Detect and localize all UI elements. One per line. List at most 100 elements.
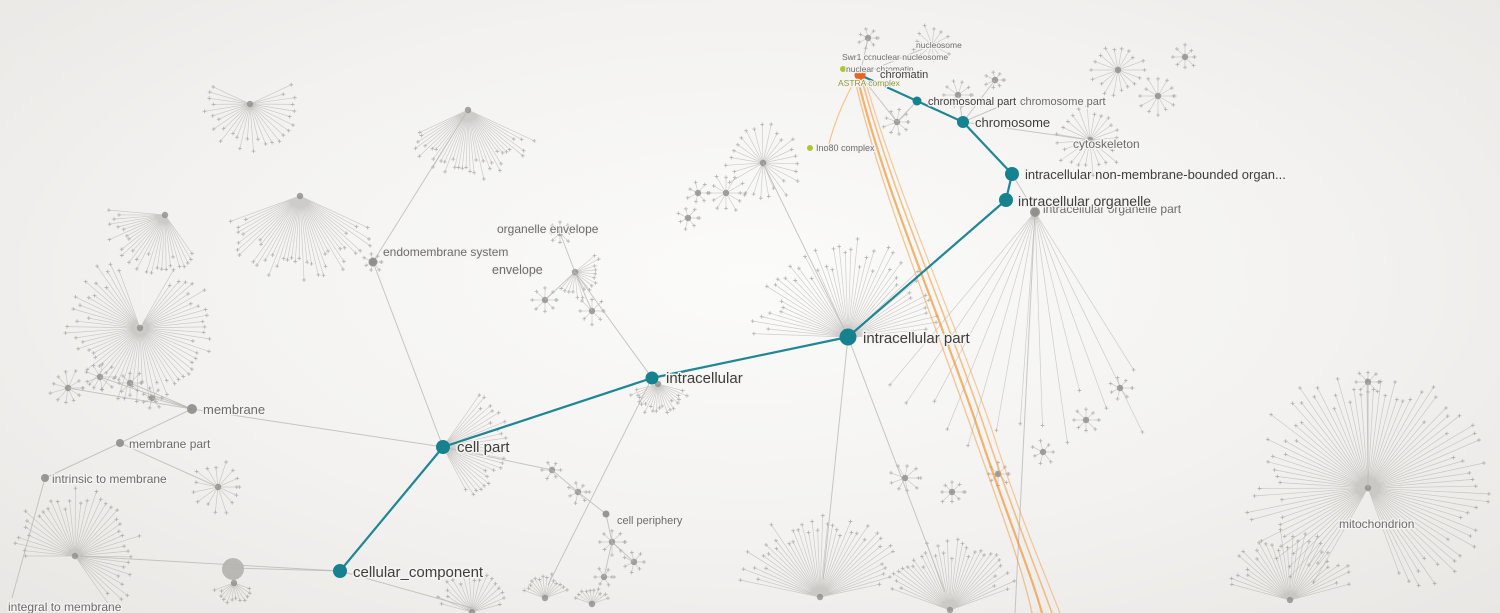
cluster-label: ASTRA complex bbox=[838, 78, 901, 88]
node-label-intracellular_nmb_organelle[interactable]: intracellular non-membrane-bounded organ… bbox=[1024, 166, 1288, 184]
graph-edge bbox=[962, 121, 1091, 141]
cluster-fan-spokes bbox=[1056, 106, 1121, 176]
graph-edge bbox=[231, 567, 341, 572]
cluster-fan-spokes bbox=[551, 222, 570, 243]
node-label-cellular_component[interactable]: cellular_component bbox=[352, 563, 486, 583]
cluster-center-node[interactable] bbox=[541, 594, 549, 602]
cluster-fan-spokes bbox=[678, 208, 700, 230]
graph-node-chromatin[interactable] bbox=[854, 69, 866, 81]
cluster-fan-spokes bbox=[1032, 440, 1054, 464]
cluster-center-node[interactable] bbox=[1116, 384, 1124, 392]
cluster-center-node[interactable] bbox=[468, 608, 476, 613]
graph-node-minor[interactable] bbox=[41, 474, 49, 482]
cluster-center-node[interactable] bbox=[230, 579, 238, 587]
cluster-fan-tips bbox=[549, 220, 572, 245]
cluster-center-node[interactable] bbox=[946, 606, 954, 613]
cluster-center-node[interactable] bbox=[948, 488, 956, 496]
graph-edge bbox=[551, 469, 579, 493]
graph-node-minor[interactable] bbox=[368, 257, 378, 267]
cluster-fan-spokes bbox=[568, 482, 590, 504]
cluster-fan-tips bbox=[1089, 46, 1147, 98]
selected-path-edge bbox=[916, 99, 964, 124]
cluster-fan-tips bbox=[228, 217, 372, 282]
cluster-fan-spokes bbox=[890, 465, 921, 491]
graph-edge bbox=[559, 232, 576, 273]
graph-node-green[interactable] bbox=[844, 81, 850, 87]
graph-node-minor[interactable] bbox=[1030, 207, 1040, 217]
cluster-fan-spokes bbox=[541, 462, 561, 479]
cluster-fan-tips bbox=[706, 174, 748, 212]
graph-node-chromosomal_part[interactable] bbox=[912, 96, 922, 106]
graph-node-minor[interactable] bbox=[1009, 98, 1015, 104]
cluster-fan-tips bbox=[202, 82, 297, 154]
cluster-fan-tips bbox=[940, 480, 967, 504]
cluster-center-node[interactable] bbox=[246, 100, 254, 108]
node-label-cell_part[interactable]: cell part bbox=[456, 438, 512, 458]
cluster-fan-spokes bbox=[725, 124, 798, 199]
cluster-center-node[interactable] bbox=[1154, 92, 1162, 100]
graph-node-cell_part[interactable] bbox=[436, 440, 450, 454]
graph-node-minor[interactable] bbox=[602, 510, 610, 518]
selected-path-edge bbox=[962, 121, 1013, 175]
cluster-center-node[interactable] bbox=[136, 324, 144, 332]
cluster-label: membrane part bbox=[129, 437, 211, 451]
graph-edge bbox=[762, 162, 849, 338]
cluster-fan-spokes bbox=[193, 461, 240, 513]
highlight-edge bbox=[827, 81, 855, 149]
cluster-fan-spokes bbox=[630, 383, 688, 413]
graph-node-chromosome[interactable] bbox=[957, 116, 969, 128]
cluster-fan-spokes bbox=[889, 211, 1143, 446]
cluster-center-node[interactable] bbox=[161, 211, 169, 219]
graph-node-green[interactable] bbox=[807, 145, 813, 151]
cluster-center-node[interactable] bbox=[816, 593, 824, 601]
graph-edge bbox=[574, 271, 653, 379]
cluster-center-node[interactable] bbox=[684, 214, 692, 222]
node-label-chromosomal_part[interactable]: chromosomal part bbox=[927, 95, 1018, 110]
cluster-center-node[interactable] bbox=[901, 474, 909, 482]
graph-node-minor[interactable] bbox=[116, 439, 124, 447]
cluster-fan-tips bbox=[1072, 407, 1101, 433]
node-label-intracellular_organelle[interactable]: intracellular organelle bbox=[1017, 192, 1153, 211]
cluster-fan-tips bbox=[362, 252, 384, 272]
cluster-center-node[interactable] bbox=[722, 189, 730, 197]
graph-edge bbox=[119, 408, 193, 444]
cluster-center-node[interactable] bbox=[1082, 416, 1090, 424]
cluster-center-node[interactable] bbox=[1286, 596, 1294, 604]
node-label-intracellular_part[interactable]: intracellular part bbox=[862, 329, 973, 349]
graph-node-green[interactable] bbox=[840, 66, 846, 72]
selected-path-edge bbox=[847, 199, 1007, 338]
graph-node-intracellular[interactable] bbox=[645, 371, 659, 385]
cluster-fan-tips bbox=[597, 528, 628, 557]
node-label-chromatin[interactable]: chromatin bbox=[879, 68, 930, 83]
node-label-intracellular[interactable]: intracellular bbox=[665, 369, 745, 389]
graph-node-minor[interactable] bbox=[187, 404, 197, 414]
cluster-fan-tips bbox=[436, 573, 506, 607]
cluster-center-node[interactable] bbox=[296, 192, 304, 200]
graph-node-cellular_component[interactable] bbox=[333, 564, 347, 578]
cluster-center-node[interactable] bbox=[588, 600, 596, 608]
cluster-center-node[interactable] bbox=[694, 189, 702, 197]
graph-edge bbox=[822, 336, 849, 581]
graph-node-intracellular_part[interactable] bbox=[839, 328, 857, 346]
cluster-fan-spokes bbox=[415, 109, 535, 180]
cluster-fan-tips bbox=[723, 122, 800, 201]
graph-node-intracellular_nmb_organelle[interactable] bbox=[1005, 167, 1019, 181]
cluster-fan-tips bbox=[676, 206, 702, 231]
cluster-center-node[interactable] bbox=[71, 552, 79, 560]
cluster-label: cell periphery bbox=[617, 515, 683, 527]
cluster-center-node[interactable] bbox=[1039, 448, 1047, 456]
cluster-fan-tips bbox=[413, 130, 537, 181]
cluster-fan-tips bbox=[593, 566, 616, 587]
graph-edge bbox=[119, 442, 219, 488]
node-label-chromosome[interactable]: chromosome bbox=[974, 114, 1052, 132]
cluster-fan-tips bbox=[84, 362, 118, 392]
cluster-center-node[interactable] bbox=[1114, 66, 1122, 74]
cluster-fan-tips bbox=[107, 208, 194, 275]
cluster-center-node[interactable] bbox=[1181, 53, 1189, 61]
cluster-fan-spokes bbox=[687, 182, 710, 202]
cluster-fan-spokes bbox=[524, 574, 568, 599]
cluster-fan-tips bbox=[941, 79, 974, 109]
graph-node-intracellular_organelle[interactable] bbox=[999, 193, 1013, 207]
